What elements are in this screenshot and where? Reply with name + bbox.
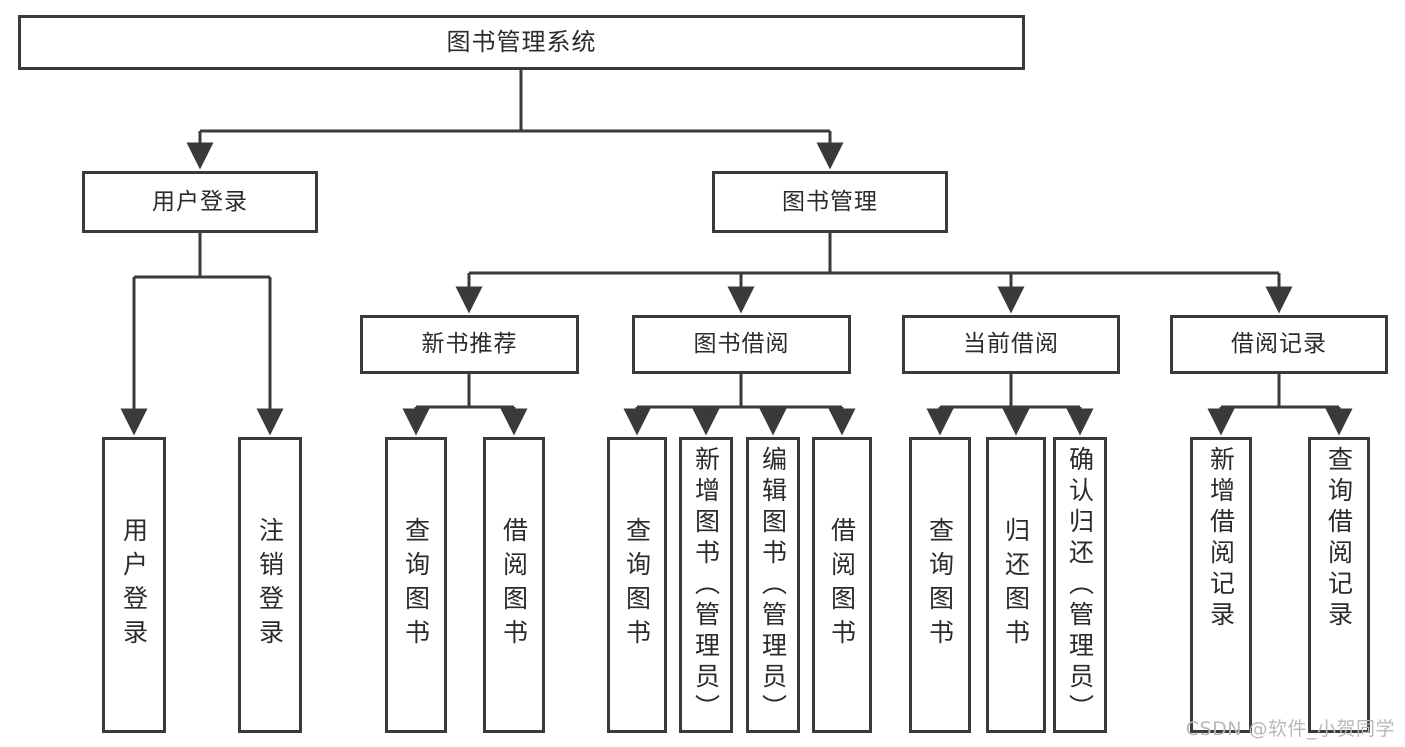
node-leaf-add-book-label: 新增图书（管理员） <box>691 446 721 725</box>
node-leaf-edit-book-label: 编辑图书（管理员） <box>758 446 788 725</box>
node-current-borrow-label: 当前借阅 <box>963 331 1059 358</box>
node-root[interactable]: 图书管理系统 <box>18 15 1025 70</box>
node-leaf-query-book-2[interactable]: 查询图书 <box>607 437 667 733</box>
node-user-login-label: 用户登录 <box>152 188 248 215</box>
node-leaf-borrow-book-2-label: 借阅图书 <box>827 517 857 653</box>
node-leaf-borrow-book-2[interactable]: 借阅图书 <box>812 437 872 733</box>
node-leaf-user-login[interactable]: 用户登录 <box>102 437 166 733</box>
node-leaf-return-book-label: 归还图书 <box>1001 517 1031 653</box>
node-leaf-borrow-book-1-label: 借阅图书 <box>499 517 529 653</box>
node-user-login[interactable]: 用户登录 <box>82 171 318 233</box>
node-leaf-query-book-2-label: 查询图书 <box>622 517 652 653</box>
node-borrow-records[interactable]: 借阅记录 <box>1170 315 1388 374</box>
node-leaf-add-book[interactable]: 新增图书（管理员） <box>679 437 733 733</box>
node-book-borrow[interactable]: 图书借阅 <box>632 315 851 374</box>
node-leaf-add-record[interactable]: 新增借阅记录 <box>1190 437 1252 733</box>
node-leaf-query-book-1-label: 查询图书 <box>401 517 431 653</box>
node-leaf-query-record[interactable]: 查询借阅记录 <box>1308 437 1370 733</box>
node-leaf-return-book[interactable]: 归还图书 <box>986 437 1046 733</box>
node-leaf-logout-label: 注销登录 <box>255 517 285 653</box>
node-leaf-borrow-book-1[interactable]: 借阅图书 <box>483 437 545 733</box>
node-leaf-user-login-label: 用户登录 <box>119 517 149 653</box>
node-leaf-add-record-label: 新增借阅记录 <box>1206 446 1236 632</box>
node-leaf-query-record-label: 查询借阅记录 <box>1324 446 1354 632</box>
node-leaf-confirm-return[interactable]: 确认归还（管理员） <box>1053 437 1107 733</box>
node-book-manage[interactable]: 图书管理 <box>712 171 948 233</box>
node-leaf-edit-book[interactable]: 编辑图书（管理员） <box>746 437 800 733</box>
node-book-borrow-label: 图书借阅 <box>693 331 790 358</box>
node-root-label: 图书管理系统 <box>446 27 597 56</box>
node-leaf-query-book-3-label: 查询图书 <box>925 517 955 653</box>
node-leaf-confirm-return-label: 确认归还（管理员） <box>1065 446 1095 725</box>
node-leaf-logout[interactable]: 注销登录 <box>238 437 302 733</box>
node-new-book-recommend[interactable]: 新书推荐 <box>360 315 579 374</box>
node-current-borrow[interactable]: 当前借阅 <box>902 315 1120 374</box>
node-borrow-records-label: 借阅记录 <box>1231 331 1327 358</box>
watermark-text: CSDN @软件_小贺同学 <box>1185 718 1395 740</box>
node-new-book-recommend-label: 新书推荐 <box>421 331 518 358</box>
node-leaf-query-book-1[interactable]: 查询图书 <box>385 437 447 733</box>
node-leaf-query-book-3[interactable]: 查询图书 <box>909 437 971 733</box>
node-book-manage-label: 图书管理 <box>782 188 878 215</box>
